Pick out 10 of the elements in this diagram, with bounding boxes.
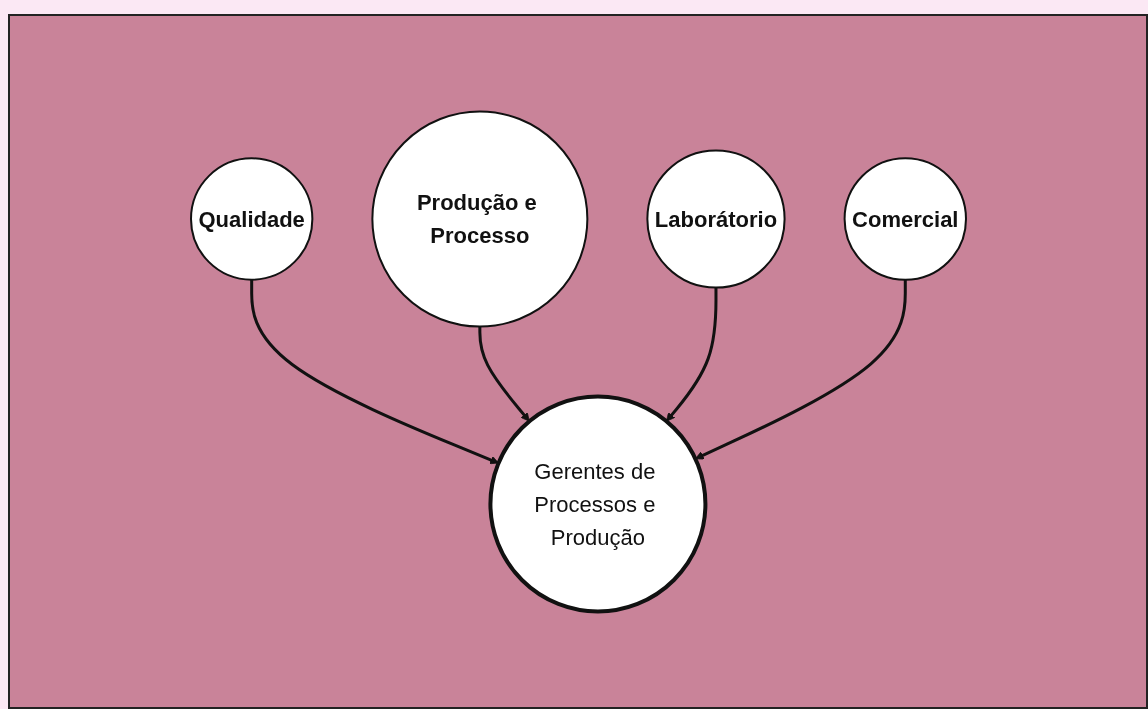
arrow — [477, 326, 530, 422]
panel-background: Qualidade Produção e Processo Gerentes de Processos e Produção Laborátorio Comercial — [8, 14, 1148, 709]
node-circle — [843, 157, 967, 281]
arrow — [665, 287, 717, 422]
node-circle — [487, 394, 707, 614]
arrow — [249, 279, 499, 465]
node-circle — [189, 157, 313, 281]
node-circle — [370, 110, 588, 328]
node-circle — [645, 149, 786, 289]
arrow — [694, 279, 907, 460]
